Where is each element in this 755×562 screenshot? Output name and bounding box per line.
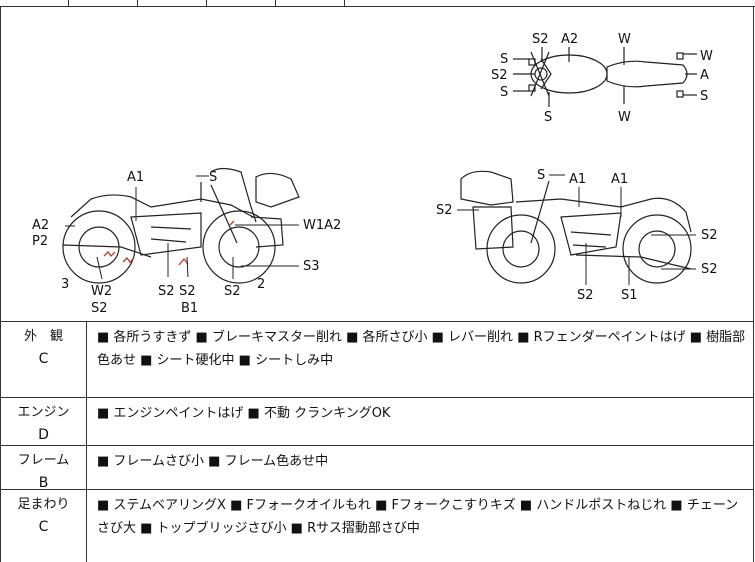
left-side-labels: A1 S A2 P2 W1A2 S3 3 W2 S2 S2 S2 B1 S2 2	[32, 170, 341, 316]
desc-frame: ■ フレームさび小 ■ フレーム色あせ中	[97, 454, 329, 469]
label-left-3: 3	[61, 277, 69, 292]
label-right-s2-bottom: S2	[577, 288, 594, 303]
row-exterior: 外 観 C ■ 各所うすきず ■ ブレーキマスター削れ ■ 各所さび小 ■ レバ…	[0, 322, 754, 398]
row-suspension: 足まわり C ■ ステムベアリングX ■ Fフォークオイルもれ ■ Fフォークこ…	[0, 490, 754, 562]
label-top-w-lower: W	[618, 110, 631, 125]
grade-engine: D	[38, 427, 49, 443]
label-top-s2-left: S2	[491, 68, 508, 83]
label-top-s2-a: S2	[532, 32, 549, 47]
row-engine: エンジン D ■ エンジンペイントはげ ■ 不動 クランキングOK	[0, 398, 754, 446]
label-top-w-upper: W	[618, 32, 631, 47]
label-right-s1: S1	[621, 288, 638, 303]
leader-lines	[65, 174, 696, 285]
top-view-labels: S2 A2 W S S2 S S W A S W	[491, 32, 713, 125]
label-left-s-top: S	[209, 170, 217, 185]
desc-exterior: ■ 各所うすきず ■ ブレーキマスター削れ ■ 各所さび小 ■ レバー削れ ■ …	[97, 330, 746, 368]
label-left-s2-fork: S2	[224, 284, 241, 299]
desc-suspension: ■ ステムベアリングX ■ Fフォークオイルもれ ■ Fフォークこすりキズ ■ …	[97, 498, 739, 536]
condition-table: 外 観 C ■ 各所うすきず ■ ブレーキマスター削れ ■ 各所さび小 ■ レバ…	[0, 322, 754, 562]
row-frame-label: フレーム B	[1, 446, 87, 491]
label-top-a2: A2	[561, 32, 578, 47]
label-left-s2-frame: S2	[179, 284, 196, 299]
row-frame: フレーム B ■ フレームさび小 ■ フレーム色あせ中	[0, 446, 754, 491]
top-view-outline	[513, 47, 697, 107]
label-right-s2-left: S2	[436, 203, 453, 218]
grade-exterior: C	[38, 351, 49, 367]
label-left-s2-engine: S2	[158, 284, 175, 299]
row-exterior-label: 外 観 C	[1, 322, 87, 397]
category-exterior: 外 観	[23, 329, 63, 344]
category-engine: エンジン	[17, 405, 70, 420]
label-top-a-right: A	[700, 68, 709, 83]
motorcycle-diagram: S2 A2 W S S2 S S W A S W A1 S A2 P2 W1A2…	[32, 32, 718, 316]
category-frame: フレーム	[17, 453, 70, 468]
label-right-a1-rear: A1	[611, 172, 628, 187]
label-left-a2: A2	[32, 218, 49, 233]
label-left-a1: A1	[127, 170, 144, 185]
desc-engine: ■ エンジンペイントはげ ■ 不動 クランキングOK	[97, 406, 391, 421]
row-engine-label: エンジン D	[1, 398, 87, 445]
label-right-s2-upper: S2	[701, 228, 718, 243]
label-left-b1: B1	[181, 301, 198, 316]
scratch-marks	[103, 220, 235, 266]
left-side-view-outline	[62, 167, 300, 284]
label-top-s-left-lower: S	[500, 85, 508, 100]
label-top-w-right: W	[700, 49, 713, 64]
damage-diagram: S2 A2 W S S2 S S W A S W A1 S A2 P2 W1A2…	[0, 7, 754, 322]
top-table-edge	[0, 0, 755, 7]
right-side-labels: S A1 A1 S2 S2 S2 S2 S1	[436, 168, 718, 303]
label-left-w1a2: W1A2	[303, 218, 341, 233]
label-left-w2: W2	[91, 284, 112, 299]
label-right-a1-front: A1	[569, 172, 586, 187]
label-left-s2-bottom: S2	[91, 301, 108, 316]
label-left-p2: P2	[32, 234, 48, 249]
right-side-view-outline	[460, 170, 692, 284]
label-right-s2-lower: S2	[701, 262, 718, 277]
label-top-s-right: S	[700, 89, 708, 104]
category-suspension: 足まわり	[17, 497, 70, 512]
label-left-2: 2	[257, 277, 265, 292]
row-suspension-label: 足まわり C	[1, 490, 87, 562]
grade-suspension: C	[38, 519, 49, 535]
grade-frame: B	[38, 475, 49, 491]
label-top-s-left-upper: S	[500, 52, 508, 67]
label-top-s-bottom: S	[544, 110, 552, 125]
label-left-s3: S3	[303, 259, 320, 274]
label-right-s-top: S	[537, 168, 545, 183]
